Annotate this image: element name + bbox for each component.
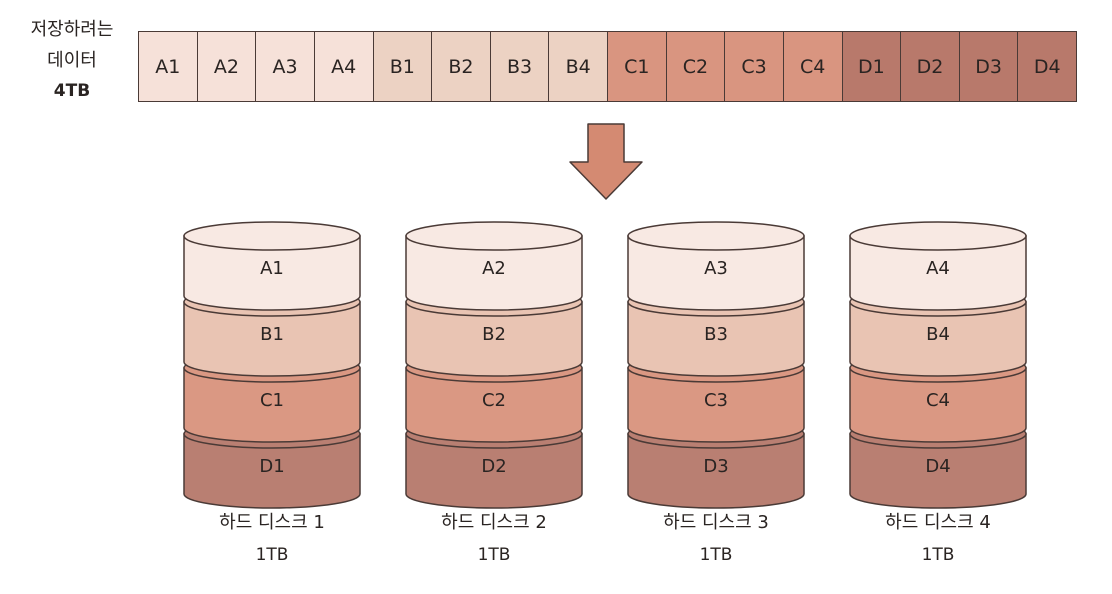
disk-layer-top	[405, 221, 583, 251]
data-block: C4	[783, 32, 843, 101]
source-size: 4TB	[53, 81, 91, 101]
disk-layer	[849, 367, 1027, 443]
disk-layer	[849, 235, 1027, 311]
data-block: D2	[901, 32, 960, 101]
hard-disk: D3 C3 B3 A3 하드 디스크 3 1TB	[627, 221, 805, 565]
disk-layer-label: C2	[482, 390, 506, 411]
data-block: C3	[725, 32, 784, 101]
disk-name: 하드 디스크 4	[885, 512, 991, 533]
disk-layer	[183, 301, 361, 377]
disk-layer	[405, 433, 583, 509]
disk-layer	[405, 301, 583, 377]
disk-name: 하드 디스크 1	[219, 512, 325, 533]
source-label-line2: 데이터	[47, 50, 97, 71]
disk-layer-label: C3	[704, 390, 728, 411]
disk-layer-label: B1	[260, 324, 284, 345]
disk-name: 하드 디스크 3	[663, 512, 769, 533]
data-block: C2	[666, 32, 726, 101]
data-block: A1	[139, 32, 198, 101]
disk-layer-label: D3	[703, 456, 728, 477]
disk-layer	[183, 433, 361, 509]
disk-layer	[405, 367, 583, 443]
disk-layer-top	[849, 221, 1027, 251]
hard-disk: D4 C4 B4 A4 하드 디스크 4 1TB	[849, 221, 1027, 565]
disk-layer-label: A1	[260, 258, 284, 279]
disk-layer-label: D2	[481, 456, 506, 477]
disk-layer-label: B2	[482, 324, 506, 345]
disk-layer-label: A2	[482, 258, 506, 279]
disk-layer-label: B4	[926, 324, 950, 345]
hard-disk: D1 C1 B1 A1 하드 디스크 1 1TB	[183, 221, 361, 565]
data-block: B2	[432, 32, 491, 101]
data-block: C1	[608, 32, 667, 101]
down-arrow-icon	[569, 123, 643, 200]
disk-layer-top	[183, 221, 361, 251]
disk-layer-label: A3	[704, 258, 728, 279]
disk-layer	[627, 235, 805, 311]
disk-layer-label: D4	[925, 456, 950, 477]
disk-layer-label: B3	[704, 324, 728, 345]
disk-layer	[627, 433, 805, 509]
disk-layer	[183, 367, 361, 443]
disk-layer	[627, 301, 805, 377]
data-block: D3	[959, 32, 1019, 101]
data-block: B4	[549, 32, 608, 101]
disk-layer	[849, 301, 1027, 377]
source-data-label: 저장하려는 데이터 4TB	[14, 14, 130, 107]
disk-layer-label: A4	[926, 258, 950, 279]
disk-capacity: 1TB	[700, 545, 733, 565]
disk-layer-label: C1	[260, 390, 284, 411]
disk-layer	[627, 367, 805, 443]
down-arrow-shape	[569, 123, 643, 200]
data-block: B3	[490, 32, 550, 101]
disk-capacity: 1TB	[256, 545, 289, 565]
disk-layer-label: C4	[926, 390, 950, 411]
hard-disk: D2 C2 B2 A2 하드 디스크 2 1TB	[405, 221, 583, 565]
disk-layer	[405, 235, 583, 311]
data-block: A3	[256, 32, 315, 101]
source-label-line1: 저장하려는	[30, 19, 114, 40]
data-block: B1	[373, 32, 433, 101]
disk-layer	[183, 235, 361, 311]
data-block: A4	[314, 32, 374, 101]
data-block: A2	[197, 32, 257, 101]
disk-capacity: 1TB	[478, 545, 511, 565]
disk-layer-label: D1	[259, 456, 284, 477]
disk-capacity: 1TB	[922, 545, 955, 565]
disk-layer-top	[627, 221, 805, 251]
data-block: D4	[1018, 32, 1076, 101]
data-block: D1	[842, 32, 902, 101]
disk-layer	[849, 433, 1027, 509]
disk-name: 하드 디스크 2	[441, 512, 547, 533]
